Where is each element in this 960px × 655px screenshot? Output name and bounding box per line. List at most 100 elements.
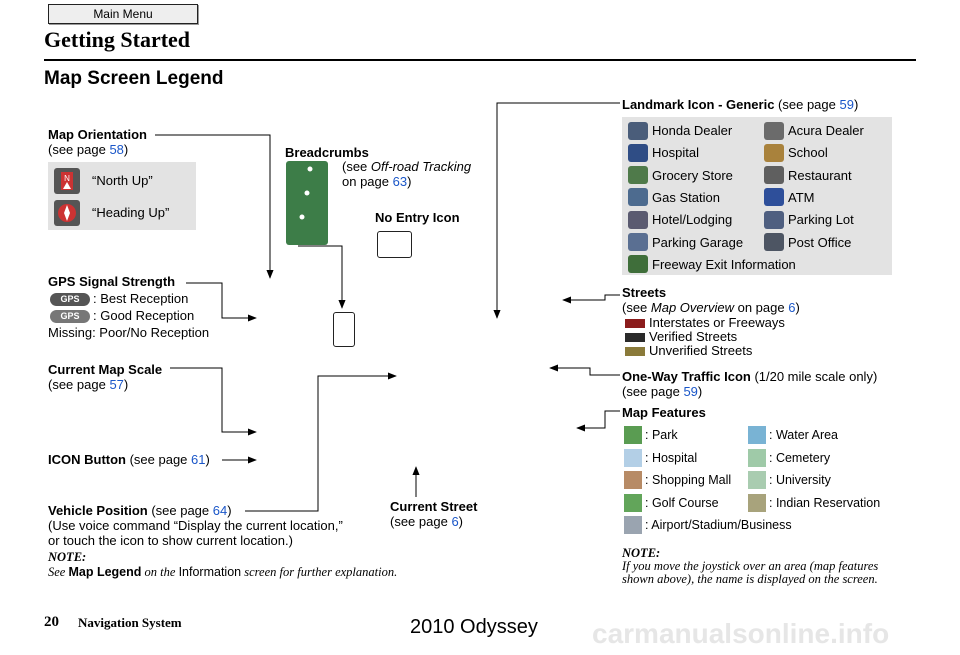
breadcrumbs-map-thumbnail: [286, 161, 328, 245]
landmark-label: Freeway Exit Information: [652, 256, 796, 272]
watermark: carmanualsonline.info: [592, 618, 890, 649]
heading-up-label: “Heading Up”: [92, 205, 170, 220]
streets-section: Streets (see Map Overview on page 6): [622, 285, 800, 315]
note-left: NOTE: See Map Legend on the Information …: [48, 550, 398, 579]
landmark-item: Acura Dealer: [764, 121, 864, 141]
page-link-59-landmark[interactable]: 59: [839, 97, 854, 112]
feature-color-swatch: [748, 471, 766, 489]
street-color-swatch: [625, 347, 645, 356]
parking-garage-icon: [628, 233, 648, 252]
vehicle-position-section: Vehicle Position (see page 64) (Use voic…: [48, 503, 343, 548]
landmark-label: Gas Station: [652, 189, 720, 205]
gps-best-label: : Best Reception: [93, 291, 189, 306]
gps-best-icon: GPS: [50, 293, 90, 307]
parking-lot-icon: [764, 210, 784, 229]
map-features-title: Map Features: [622, 405, 706, 420]
line-breadcrumbs: [298, 245, 346, 309]
page-link-59-oneway[interactable]: 59: [683, 384, 698, 399]
landmark-item: Gas Station: [628, 188, 720, 208]
landmark-label: Hotel/Lodging: [652, 212, 733, 228]
landmark-label: School: [788, 145, 828, 161]
landmark-item: ATM: [764, 188, 815, 208]
line-features: [576, 410, 620, 432]
page-link-63[interactable]: 63: [392, 174, 408, 189]
landmark-item: Hotel/Lodging: [628, 210, 733, 230]
landmark-item: Restaurant: [764, 166, 852, 186]
gps-missing-label: Missing: Poor/No Reception: [48, 325, 210, 341]
bed-icon: [628, 210, 648, 229]
feature-color-swatch: [624, 493, 642, 512]
feature-label: : Golf Course: [645, 495, 719, 510]
line-orientation: [155, 134, 274, 279]
north-up-compass-icon: N: [54, 168, 80, 194]
landmark-label: Hospital: [652, 145, 699, 161]
landmark-item: Post Office: [764, 233, 851, 253]
acura-dealer-icon: [764, 121, 784, 140]
map-orientation-label: Map Orientation (see page 58): [48, 127, 147, 157]
line-streets: [562, 294, 620, 304]
feature-label: : Shopping Mall: [645, 473, 732, 487]
feature-color-swatch: [624, 426, 642, 444]
feature-label: : Water Area: [769, 428, 839, 442]
gps-good-icon: GPS: [50, 310, 90, 324]
feature-color-swatch: [624, 471, 642, 489]
breadcrumbs-title: Breadcrumbs: [285, 145, 369, 160]
street-type-label: Verified Streets: [649, 329, 738, 344]
mailbox-icon: [764, 233, 784, 252]
heading-up-compass-icon: [54, 200, 80, 226]
streets-title: Streets: [622, 285, 667, 300]
landmark-label: ATM: [788, 189, 815, 205]
vehicle-position-title: Vehicle Position: [48, 503, 148, 518]
header-rule: [44, 59, 916, 61]
current-street-title: Current Street: [390, 499, 478, 514]
page-link-58[interactable]: 58: [109, 142, 124, 157]
feature-label: : University: [769, 473, 831, 487]
honda-dealer-icon: [628, 121, 648, 140]
gps-signal-section: GPS Signal Strength GPS: Best Reception …: [48, 274, 209, 340]
feature-label: : Park: [645, 428, 678, 442]
feature-label: : Hospital: [645, 450, 698, 465]
line-vehicle: [245, 372, 397, 512]
map-orientation-title: Map Orientation: [48, 127, 147, 142]
feature-color-swatch: [748, 493, 766, 512]
atm-icon: [764, 188, 784, 207]
page-link-61[interactable]: 61: [191, 452, 206, 467]
landmark-title: Landmark Icon - Generic: [622, 97, 775, 112]
feature-label: : Airport/Stadium/Business: [645, 518, 792, 532]
map-orientation-ref: (see page 58): [48, 142, 129, 157]
oneway-section: One-Way Traffic Icon (1/20 mile scale on…: [622, 369, 878, 399]
school-icon: [764, 143, 784, 162]
landmark-item: Grocery Store: [628, 166, 733, 186]
landmark-item: Honda Dealer: [628, 121, 733, 141]
landmark-label: Parking Garage: [652, 234, 744, 250]
map-scale-section: Current Map Scale (see page 57): [48, 362, 163, 392]
landmark-item: School: [764, 143, 828, 163]
landmark-item: Parking Garage: [628, 233, 744, 253]
book-title: Navigation System: [78, 615, 182, 630]
grocery-cart-icon: [628, 166, 648, 185]
landmark-item: Parking Lot: [764, 210, 854, 230]
map-features-legend: : Park : Water Area : Hospital : Cemetery : …: [624, 426, 914, 538]
line-scale: [170, 367, 257, 436]
feature-color-swatch: [624, 516, 642, 534]
main-menu-button[interactable]: Main Menu: [48, 4, 198, 24]
landmark-item: Freeway Exit Information: [628, 255, 796, 275]
landmark-label: Restaurant: [788, 167, 852, 183]
no-entry-icon: [377, 231, 412, 258]
street-type-label: Interstates or Freeways: [649, 315, 785, 330]
feature-label: : Cemetery: [769, 450, 831, 465]
landmark-label: Honda Dealer: [652, 123, 733, 138]
feature-color-swatch: [748, 426, 766, 444]
map-scale-title: Current Map Scale: [48, 362, 163, 377]
page-link-6[interactable]: 6: [451, 514, 459, 529]
hospital-icon: [628, 143, 648, 162]
landmark-label: Parking Lot: [788, 212, 854, 228]
current-street-section: Current Street (see page 6): [390, 499, 478, 529]
page-link-6-streets[interactable]: 6: [788, 300, 796, 315]
page-link-57[interactable]: 57: [109, 377, 124, 392]
page-link-64[interactable]: 64: [212, 503, 228, 518]
note-right: NOTE: If you move the joystick over an a…: [622, 546, 879, 586]
feature-color-swatch: [748, 448, 766, 467]
info-icon: [628, 255, 648, 274]
